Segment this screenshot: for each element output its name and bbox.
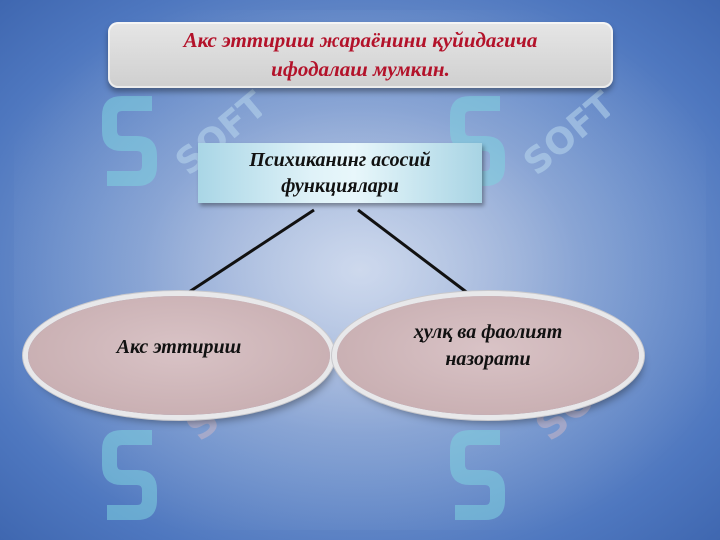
slide-frame [14, 10, 706, 530]
central-node-label: Психиканинг асосий функциялари [249, 149, 431, 197]
branch-label: ҳулқ ва фаолият назорати [413, 320, 563, 370]
central-node: Психиканинг асосий функциялари [198, 143, 482, 203]
svg-text:SOFT: SOFT [516, 86, 610, 184]
connector-right [357, 208, 470, 296]
branch-label: Акс эттириш [116, 336, 242, 358]
title-box: Акс эттириш жараёнини қуйидагича ифодала… [108, 22, 613, 88]
connector-left [185, 208, 315, 296]
slide-title: Акс эттириш жараёнини қуйидагича ифодала… [183, 28, 538, 81]
watermark-logo-icon [102, 430, 157, 520]
branch-node-behavior-control: ҳулқ ва фаолият назорати [337, 296, 639, 415]
branch-node-reflection: Акс эттириш [28, 296, 330, 415]
watermark-logo-icon [450, 430, 505, 520]
